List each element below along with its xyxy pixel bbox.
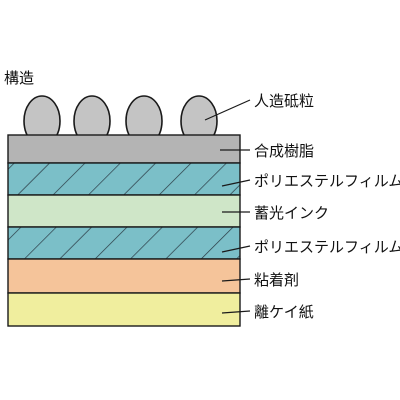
diagram-title: 構造 [4, 69, 34, 87]
label-adhesive: 粘着剤 [254, 271, 299, 289]
leader-line-grit [204, 99, 251, 121]
leader-line-film-bottom [221, 245, 251, 253]
artificial-grit-particles [23, 95, 218, 147]
label-release-paper: 離ケイ紙 [254, 303, 314, 321]
label-phosphorescent-ink: 蓄光インク [254, 204, 329, 222]
label-polyester-film-top: ポリエステルフィルム [254, 172, 400, 190]
adhesive-layer [7, 258, 241, 294]
leader-line-adhesive [221, 278, 251, 282]
phosphorescent-ink-layer [7, 194, 241, 228]
synthetic-resin-layer [7, 134, 241, 164]
label-artificial-grit: 人造砥粒 [254, 92, 314, 110]
leader-line-film-top [221, 179, 251, 187]
label-synthetic-resin: 合成樹脂 [254, 142, 314, 160]
polyester-film-top-layer [7, 162, 241, 196]
leader-line-release-paper [221, 310, 251, 314]
release-paper-layer [7, 292, 241, 327]
label-polyester-film-bottom: ポリエステルフィルム [254, 238, 400, 256]
polyester-film-bottom-layer [7, 226, 241, 260]
